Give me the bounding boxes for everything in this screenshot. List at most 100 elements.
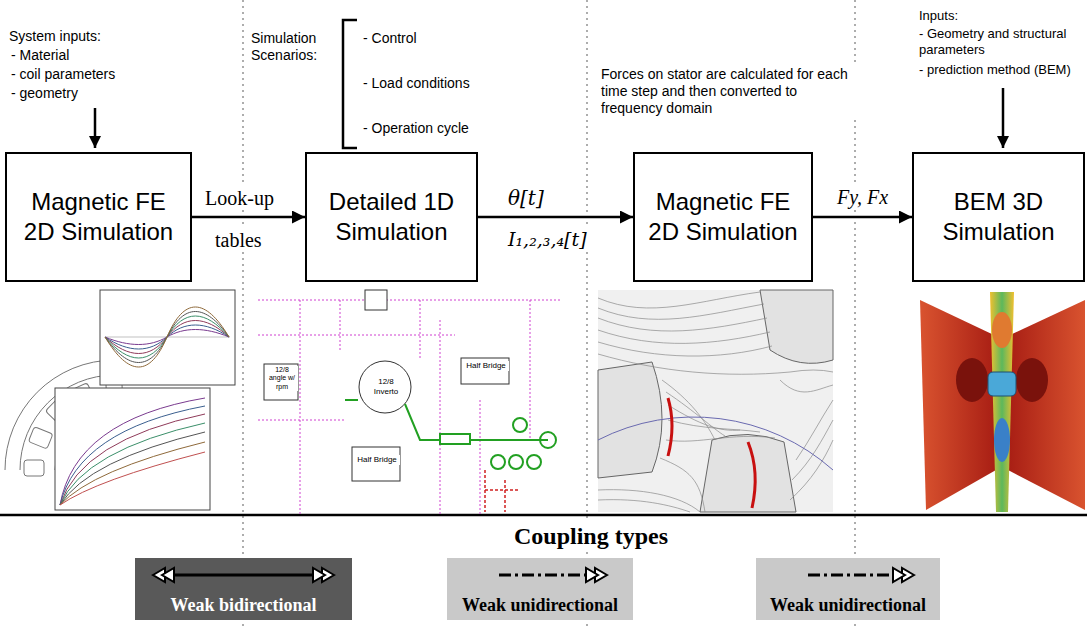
circuit-schematic-part-part: [509, 455, 523, 469]
field-plot-part-part: [790, 440, 833, 500]
coupling-arrow-part: [499, 574, 587, 577]
field-plot-part-part: [666, 436, 775, 441]
field-plot-part-part: [598, 354, 833, 374]
signal-name: I₁,₂,₃,₄[t]: [507, 228, 588, 251]
coupling-label: Weak unidirectional: [462, 595, 618, 616]
bem-field-plot-part: [992, 312, 1012, 348]
coupling-type-box: Weak unidirectional: [447, 558, 633, 620]
flux-waveform-plot: [100, 290, 235, 385]
input-item: - Geometry and structural parameters: [918, 26, 1084, 57]
coupling-arrow-symbol: [447, 558, 633, 592]
bem-field-plot-part: [1008, 300, 1085, 510]
field-plot: [598, 290, 833, 512]
simulation-box: Magnetic FE 2D Simulation: [5, 152, 192, 282]
input-item: - prediction method (BEM): [918, 62, 1084, 78]
simulation-box: Detailed 1D Simulation: [305, 152, 478, 282]
divider-line-part: [242, 0, 243, 630]
circuit-schematic-part-part: [440, 434, 470, 444]
input-heading: System inputs:: [8, 28, 102, 45]
circuit-schematic-part: [345, 400, 556, 469]
field-plot-part: [598, 290, 833, 512]
magnetization-plot-part-part: [60, 442, 205, 505]
circuit-schematic-part-part: [484, 470, 486, 512]
circuit-schematic-part-part: [485, 489, 520, 491]
circuit-schematic-part-part: [340, 300, 341, 350]
section-rule-part: [0, 514, 1087, 517]
circuit-schematic-part-part: [480, 400, 481, 515]
circuit-schematic-part-part: [527, 455, 541, 469]
motor-sketch-part: [24, 460, 44, 476]
input-heading: Inputs:: [918, 8, 959, 24]
circuit-schematic-part-part: [258, 335, 455, 336]
motor-sketch-part-part: [28, 427, 53, 449]
field-plot-part-part: [666, 392, 725, 436]
arrow-label: Look-up: [204, 186, 275, 210]
field-plot-part: [760, 290, 833, 363]
magnetization-plot-part: [55, 388, 210, 510]
flux-waveform-plot-part-part: [105, 307, 229, 367]
circuit-schematic-part: [264, 364, 298, 400]
coupling-arrow-part: [893, 568, 905, 582]
scenario-item: - Control: [362, 30, 418, 47]
bracket-part: [343, 20, 357, 148]
input-item: - Material: [10, 47, 70, 64]
flux-waveform-plot-part: [100, 290, 235, 385]
block-label: Half Bridge: [354, 455, 400, 465]
field-plot-part: [598, 292, 833, 512]
magnetization-plot-part-part: [60, 406, 205, 505]
field-plot-part-part: [598, 500, 690, 512]
scenario-item: - Operation cycle: [362, 120, 470, 137]
coupling-label: Weak bidirectional: [170, 595, 316, 616]
circuit-schematic-part-part: [258, 420, 345, 421]
circuit-schematic-part-part: [405, 404, 548, 440]
simulation-box: BEM 3D Simulation: [912, 152, 1085, 282]
field-plot-part-part: [598, 330, 770, 343]
field-plot-part-part: [598, 318, 767, 331]
bem-field-plot-part: [990, 292, 1014, 512]
magnetization-plot-part-part: [60, 423, 205, 505]
motor-sketch-part: [28, 427, 53, 449]
data-flow-arrow: [192, 216, 305, 219]
coupling-arrow-part: [313, 568, 325, 582]
circuit-schematic-part: [258, 300, 560, 515]
scenario-heading: Simulation Scenarios:: [250, 30, 336, 64]
input-arrow: [95, 88, 1003, 148]
section-rule: [0, 515, 1087, 516]
field-plot-part-part: [598, 292, 760, 308]
magnetization-plot-part-part: [60, 414, 205, 505]
bem-field-plot-part: [994, 418, 1010, 462]
field-plot-part: [700, 434, 796, 512]
bem-field-plot: [920, 292, 1085, 512]
bracket: [343, 20, 357, 148]
coupling-arrow-symbol: [756, 558, 940, 592]
field-plot-part: [598, 417, 833, 470]
magnetization-plot-part: [60, 398, 205, 505]
box-title: Detailed 1D Simulation: [314, 187, 469, 247]
field-plot-part-part: [660, 458, 705, 512]
arrow-label: tables: [214, 228, 263, 252]
process-note: Forces on stator are calculated for each…: [600, 66, 857, 116]
field-plot-part: [748, 442, 755, 508]
circuit-schematic-part-part: [420, 300, 421, 360]
input-arrow-part: [94, 108, 97, 148]
data-flow-arrow: [813, 216, 912, 219]
circuit-schematic-part-part: [540, 432, 556, 448]
circuit-schematic-part-part: [504, 480, 506, 512]
data-flow-arrow: [478, 216, 633, 219]
field-plot-part-part: [598, 490, 700, 512]
circuit-schematic-part-part: [345, 399, 358, 401]
circuit-schematic-part: [485, 470, 520, 512]
coupling-type-box: Weak unidirectional: [756, 558, 940, 620]
circuit-schematic-part-part: [530, 300, 531, 440]
box-title: BEM 3D Simulation: [921, 187, 1076, 247]
block-label: 12/8 angle w/ rpm: [266, 366, 298, 391]
field-plot-part-part: [598, 304, 764, 319]
circuit-schematic-part-part: [258, 300, 560, 301]
coupling-arrow-part: [173, 574, 314, 577]
magnetization-plot-part-part: [60, 432, 205, 505]
circuit-schematic-part: [461, 358, 509, 384]
coupling-label: Weak unidirectional: [770, 595, 926, 616]
block-label: Half Bridge: [463, 361, 509, 371]
field-plot-part: [668, 398, 672, 456]
